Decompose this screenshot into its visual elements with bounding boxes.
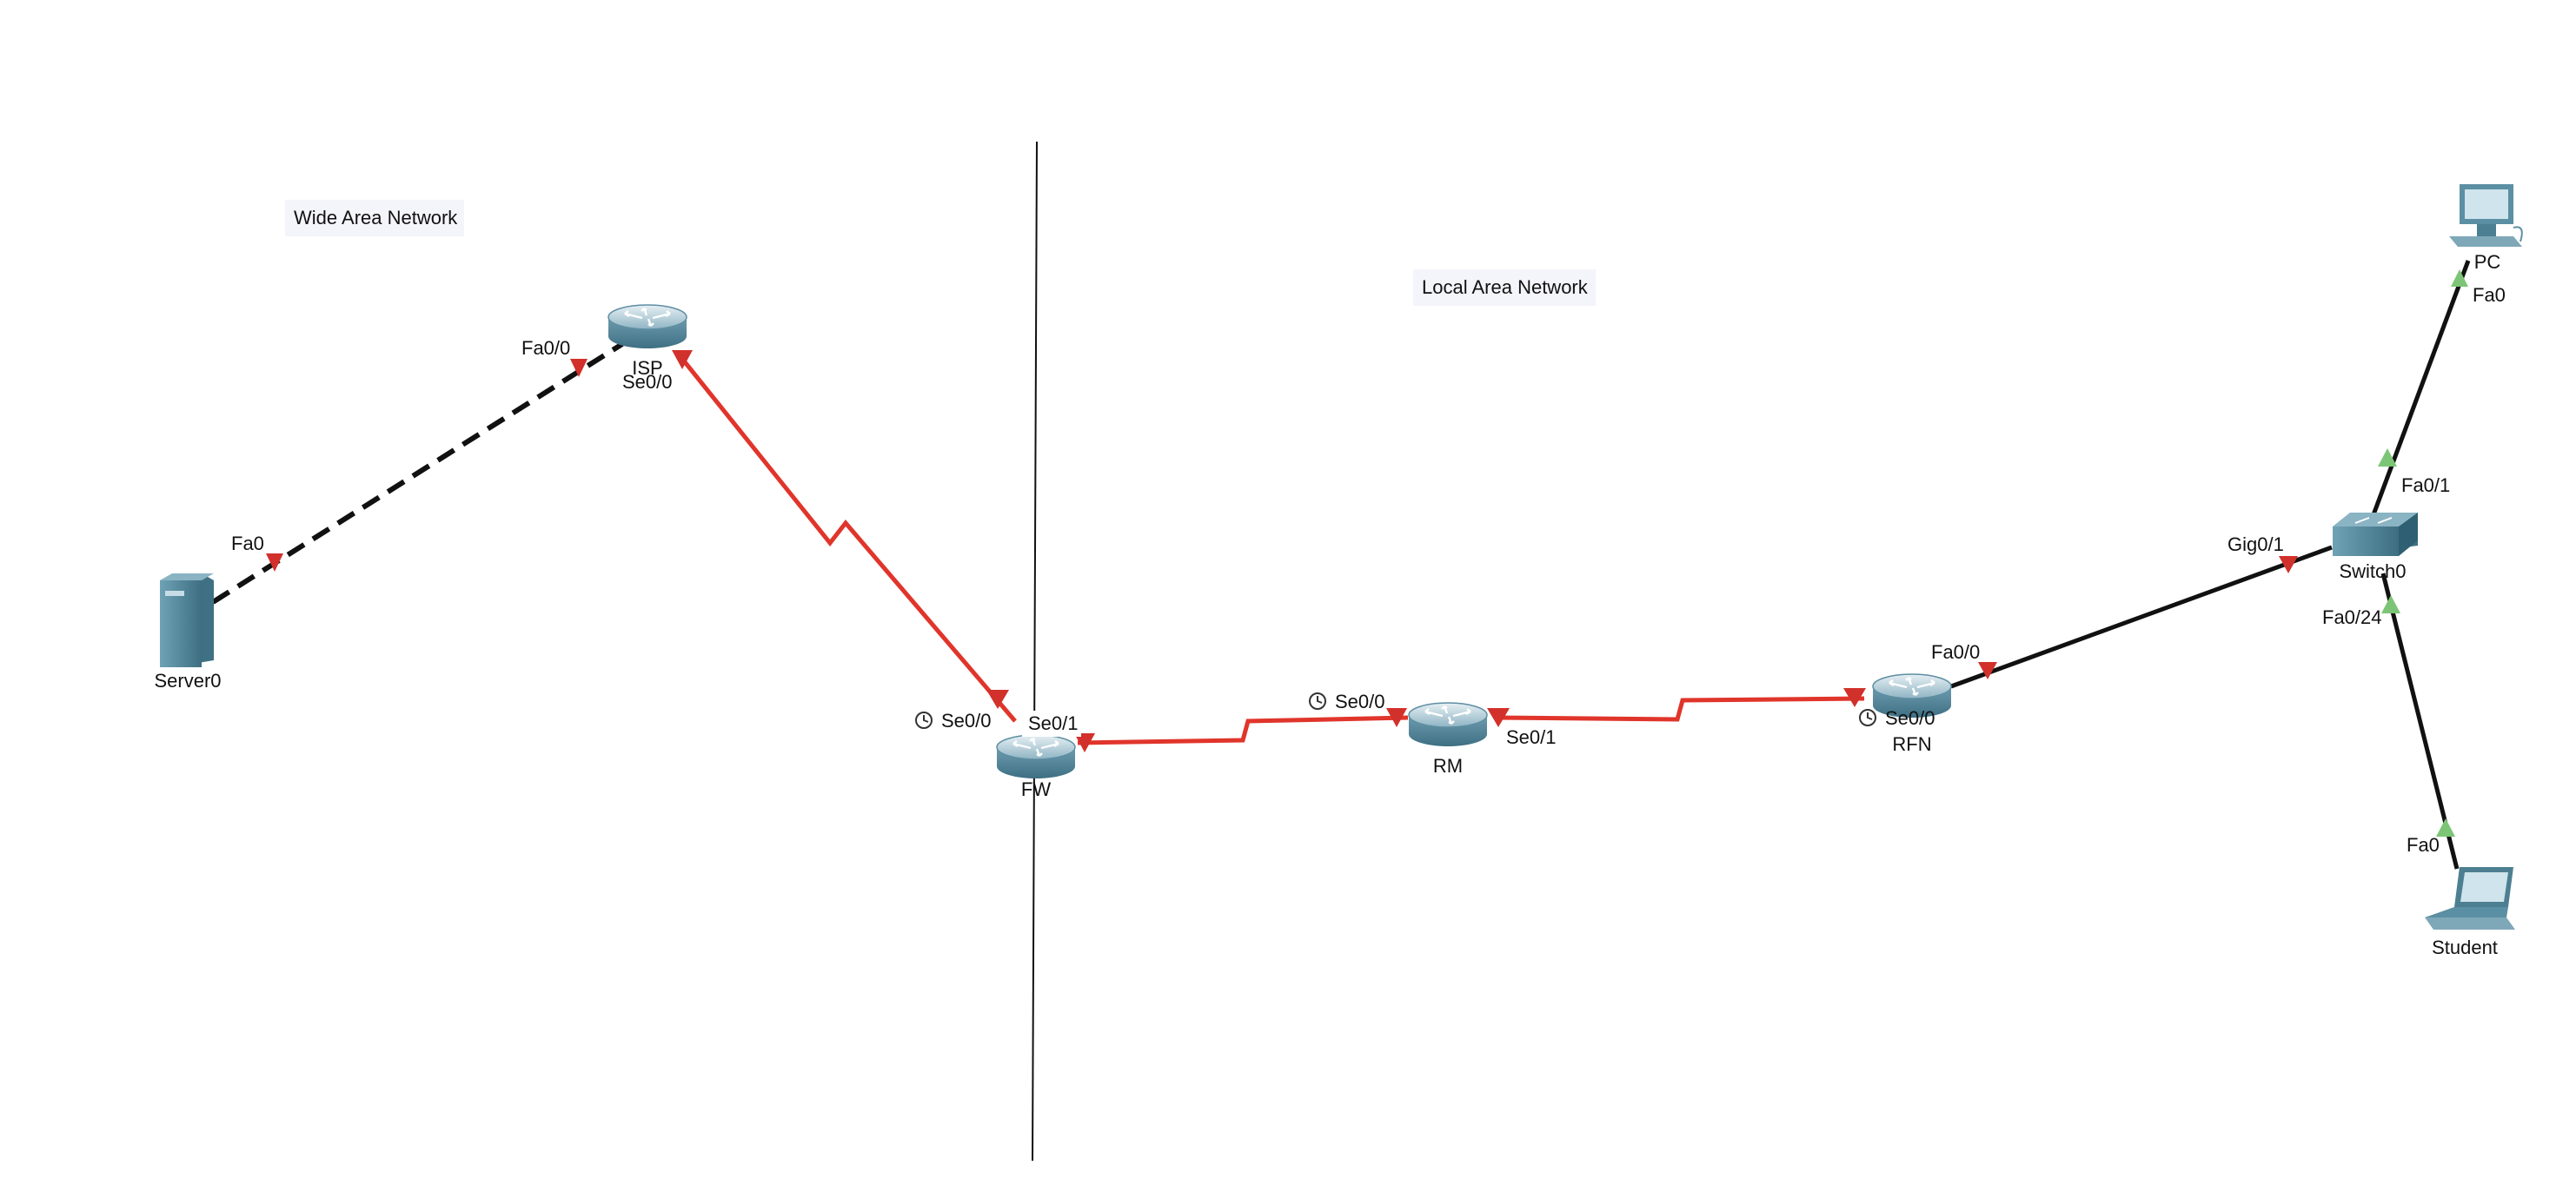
link-switch0-pc[interactable] <box>2370 260 2471 518</box>
switch0-label: Switch0 <box>2339 560 2406 582</box>
port-label-server0-fa0: Fa0 <box>231 533 264 554</box>
server0-label: Server0 <box>154 670 221 692</box>
link-server0-isp[interactable] <box>211 341 624 605</box>
area-label-wan-text: Wide Area Network <box>294 207 458 228</box>
clock-icon <box>1859 709 1876 726</box>
link-rfn-switch0[interactable] <box>1950 545 2333 689</box>
port-status-pc-fa0 <box>2451 269 2468 287</box>
port-status-fw-se01 <box>1074 733 1095 752</box>
port-status-rm-se01 <box>1487 708 1510 727</box>
port-label-bg <box>1022 711 1081 737</box>
router-rfn[interactable]: RFN <box>1871 672 1953 755</box>
link-isp-fw[interactable] <box>677 353 1017 723</box>
router-isp[interactable]: ISP <box>607 303 688 379</box>
server0[interactable]: Server0 <box>154 573 222 692</box>
port-status-rfn-se00 <box>1843 688 1866 707</box>
port-status-student-fa0 <box>2436 818 2455 837</box>
student-label: Student <box>2432 937 2498 958</box>
switch0[interactable]: Switch0 <box>2333 513 2418 582</box>
server-icon <box>160 573 214 667</box>
router-rfn-label: RFN <box>1892 733 1931 755</box>
area-label-lan[interactable]: Local Area Network <box>1413 269 1596 306</box>
port-status-rm-se00 <box>1386 708 1407 727</box>
port-label-rfn-fa00: Fa0/0 <box>1931 641 1980 663</box>
port-status-server0-fa0 <box>266 553 283 572</box>
area-label-wan[interactable]: Wide Area Network <box>285 200 464 236</box>
switch-icon <box>2333 513 2418 556</box>
port-label-fw-se00: Se0/0 <box>941 710 992 732</box>
clock-icon <box>915 712 933 729</box>
pc[interactable]: PC <box>2449 184 2523 273</box>
desktop-pc-icon <box>2449 184 2523 247</box>
router-fw[interactable]: FW <box>995 733 1077 800</box>
port-status-switch-fa01 <box>2378 448 2397 467</box>
link-switch0-student[interactable] <box>2380 573 2460 870</box>
port-status-isp-fa00 <box>570 359 588 377</box>
router-icon <box>1407 701 1489 748</box>
router-icon <box>995 733 1077 780</box>
router-isp-label: ISP <box>632 357 662 379</box>
router-rm-label: RM <box>1433 755 1463 777</box>
link-rm-rfn[interactable] <box>1496 696 1865 722</box>
port-label-pc-fa0: Fa0 <box>2473 284 2506 306</box>
router-rm[interactable]: RM <box>1407 701 1489 777</box>
port-label-student-fa0: Fa0 <box>2407 834 2440 856</box>
port-label-rfn-se00: Se0/0 <box>1885 707 1935 729</box>
wan-lan-divider <box>1032 141 1038 1162</box>
student-laptop[interactable]: Student <box>2425 867 2515 958</box>
port-label-switch-fa01: Fa0/1 <box>2401 474 2450 496</box>
port-label-switch-fa024: Fa0/24 <box>2322 606 2382 628</box>
port-label-switch-gig01: Gig0/1 <box>2227 533 2284 555</box>
port-label-isp-fa00: Fa0/0 <box>521 337 570 359</box>
router-fw-label: FW <box>1021 778 1051 800</box>
link-fw-rm[interactable] <box>1077 715 1409 745</box>
port-label-fw-se01: Se0/1 <box>1028 712 1079 734</box>
port-label-rm-se00: Se0/0 <box>1335 691 1385 712</box>
pc-label: PC <box>2474 251 2501 273</box>
port-status-fw-se00 <box>986 690 1009 709</box>
area-label-lan-text: Local Area Network <box>1422 276 1589 298</box>
port-status-isp-se00 <box>672 350 693 369</box>
port-label-isp-se00: Se0/0 <box>622 371 673 393</box>
router-icon <box>607 303 688 350</box>
laptop-icon <box>2425 867 2515 930</box>
clock-icon <box>1309 692 1326 710</box>
port-status-switch-fa024 <box>2381 595 2400 613</box>
port-label-rm-se01: Se0/1 <box>1506 726 1557 748</box>
port-status-switch-gig01 <box>2279 556 2298 573</box>
port-status-rfn-fa00 <box>1978 662 1997 679</box>
